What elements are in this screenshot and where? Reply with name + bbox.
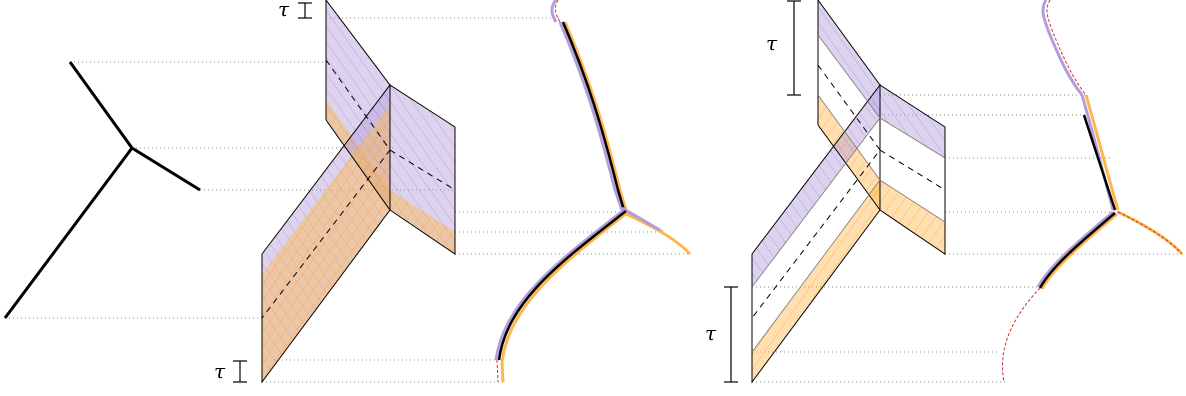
tau-label-top: τ <box>278 0 290 21</box>
tau-bracket-large-top: τ <box>766 0 801 96</box>
dotted-guides <box>5 17 1180 383</box>
tau-label-bottom: τ <box>214 359 226 383</box>
structure-small-tau <box>261 0 456 384</box>
tau-bracket-top: τ <box>278 0 312 21</box>
tree-skeleton <box>3 61 201 319</box>
tau-label-large-bottom: τ <box>705 321 717 345</box>
structure-large-tau <box>751 0 946 384</box>
tau-label-large-top: τ <box>766 31 778 55</box>
profile-large-tau <box>1002 0 1184 383</box>
tau-bracket-large-bottom: τ <box>705 286 738 383</box>
profile-small-tau <box>494 0 692 383</box>
tau-bracket-bottom: τ <box>214 359 247 383</box>
